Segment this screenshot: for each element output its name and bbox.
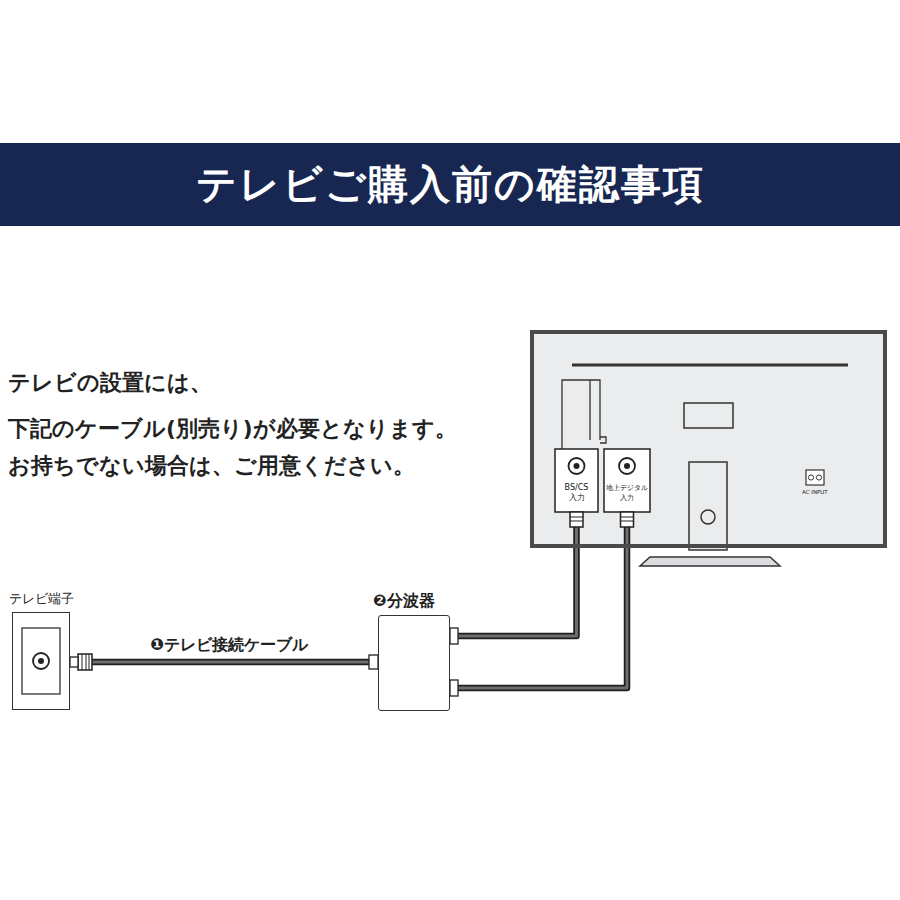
ac-pin <box>808 475 813 480</box>
antenna-input-port: 地上デジタル 入力 <box>604 449 650 512</box>
tv-monitor: AC INPUT BS/CS 入力地上デジタル 入力 <box>530 330 887 548</box>
coax-pin <box>38 658 44 664</box>
part-heading: テレビ端子 <box>9 591 74 607</box>
cable-outline <box>70 659 378 666</box>
title-band <box>0 143 900 226</box>
terminal-label: AC INPUT <box>802 489 828 496</box>
tv-label-plate <box>684 403 733 428</box>
coax-pin <box>574 463 580 469</box>
coax-cable <box>450 512 627 688</box>
cable-outline <box>450 512 627 688</box>
splitter-output-stub <box>450 628 458 644</box>
coax-pin <box>624 463 630 469</box>
tv-terminal-recess <box>562 380 606 449</box>
ac-inlet <box>806 470 824 485</box>
cable-core <box>450 512 627 688</box>
instruction-text: テレビの設置には、 <box>8 369 212 397</box>
splitter-box: ❷分波器 <box>378 615 450 711</box>
wall-terminal: テレビ端子 <box>12 612 70 710</box>
splitter-fill <box>378 615 450 711</box>
tv-stand-neck <box>689 462 727 550</box>
ac-pin <box>816 475 821 480</box>
cable-plug <box>78 654 92 670</box>
coax-cable <box>70 662 378 663</box>
cable-outline <box>450 512 577 636</box>
coax-jack <box>619 458 635 474</box>
cable-name: ❶テレビ接続ケーブル <box>150 635 308 655</box>
page-title: テレビご購入前の確認事項 <box>0 160 900 208</box>
coax-jack <box>569 458 585 474</box>
splitter-input-stub <box>369 655 378 669</box>
instruction-text: お持ちでない場合は、ご用意ください。 <box>8 452 415 480</box>
plug-grip <box>570 517 583 521</box>
wall-plate-fill <box>12 612 70 710</box>
tv-stand-screw <box>701 510 715 524</box>
port-panel <box>555 449 598 512</box>
port-panel <box>604 449 650 512</box>
tv-vent <box>572 364 848 367</box>
coax-cable <box>450 512 577 636</box>
antenna-input-port: BS/CS 入力 <box>555 449 598 512</box>
cable-plug <box>570 512 583 527</box>
port-label: 地上デジタル 入力 <box>605 483 649 503</box>
cable-core <box>70 661 378 664</box>
splitter-output-stub <box>450 680 458 696</box>
wall-plate-inner <box>22 628 60 694</box>
cable-core <box>450 512 577 636</box>
cable-plug <box>621 512 634 527</box>
plug-grip <box>621 517 634 521</box>
coax-jack <box>33 653 49 669</box>
plug-ferrule <box>70 657 78 667</box>
plug-grip <box>82 654 89 670</box>
port-label: BS/CS 入力 <box>556 483 597 503</box>
tv-stand-base <box>640 557 780 566</box>
part-heading: ❷分波器 <box>373 591 435 610</box>
instruction-text: 下記のケーブル(別売り)が必要となります。 <box>8 415 457 443</box>
